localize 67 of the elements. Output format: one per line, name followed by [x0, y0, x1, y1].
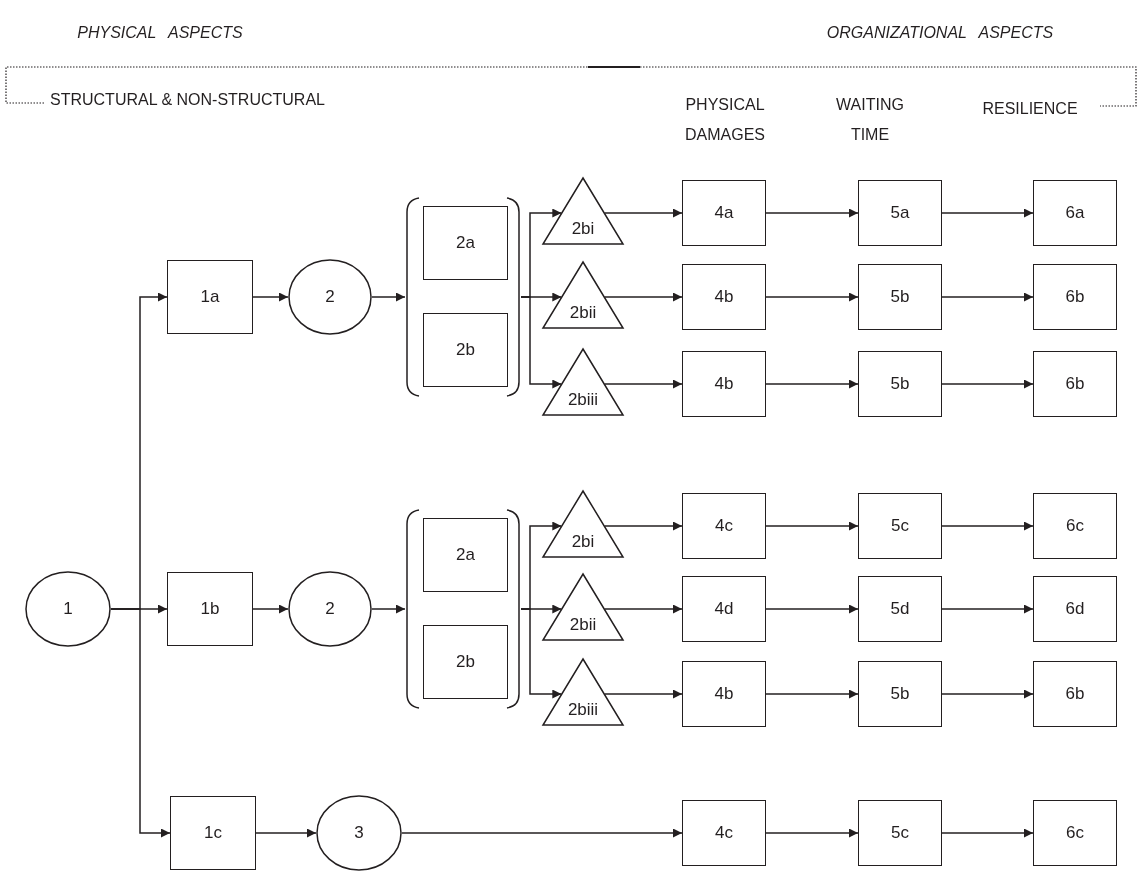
process-box: 6b [1033, 264, 1117, 330]
column-heading: STRUCTURAL & NON-STRUCTURAL [50, 90, 326, 110]
arrow [252, 604, 289, 614]
arrow [401, 828, 683, 838]
arrow [520, 296, 563, 389]
arrow [371, 604, 406, 614]
arrow [765, 689, 859, 699]
arrow [941, 379, 1034, 389]
arrow [765, 379, 859, 389]
process-box: 6d [1033, 576, 1117, 642]
arrow [765, 521, 859, 531]
process-box: 2b [423, 625, 508, 699]
process-box: 5b [858, 264, 942, 330]
process-box: 4b [682, 351, 766, 417]
arrow [941, 604, 1034, 614]
arrow [520, 608, 563, 699]
process-box: 4d [682, 576, 766, 642]
process-box: 1c [170, 796, 256, 870]
process-box: 5b [858, 351, 942, 417]
arrow [371, 292, 406, 302]
triangle-node: 2biii [542, 348, 624, 416]
process-box: 4b [682, 264, 766, 330]
process-box: 2b [423, 313, 508, 387]
process-box: 5d [858, 576, 942, 642]
column-heading: RESILIENCE [981, 99, 1079, 119]
arrow [765, 208, 859, 218]
triangle-node: 2bi [542, 490, 624, 558]
arrow [110, 608, 171, 838]
triangle-node: 2biii [542, 658, 624, 726]
arrow [941, 521, 1034, 531]
arrow [941, 689, 1034, 699]
arrow [941, 292, 1034, 302]
process-box: 5a [858, 180, 942, 246]
process-ellipse: 3 [316, 795, 402, 871]
arrow [765, 604, 859, 614]
arrow [941, 828, 1034, 838]
process-box: 6b [1033, 351, 1117, 417]
triangle-node: 2bii [542, 573, 624, 641]
column-heading: WAITING TIME [835, 95, 905, 145]
triangle-node: 2bii [542, 261, 624, 329]
process-box: 4c [682, 800, 766, 866]
process-box: 2a [423, 518, 508, 592]
process-box: 5c [858, 800, 942, 866]
process-ellipse: 2 [288, 259, 372, 335]
process-box: 1b [167, 572, 253, 646]
arrow [252, 292, 289, 302]
process-box: 2a [423, 206, 508, 280]
process-box: 6a [1033, 180, 1117, 246]
section-heading: PHYSICAL ASPECTS [76, 23, 244, 43]
process-box: 1a [167, 260, 253, 334]
arrow [255, 828, 317, 838]
process-box: 5c [858, 493, 942, 559]
process-box: 4b [682, 661, 766, 727]
triangle-node: 2bi [542, 177, 624, 245]
section-heading: ORGANIZATIONAL ASPECTS [825, 23, 1055, 43]
process-ellipse: 1 [25, 571, 111, 647]
process-box: 6c [1033, 493, 1117, 559]
arrow [765, 828, 859, 838]
process-box: 6c [1033, 800, 1117, 866]
process-ellipse: 2 [288, 571, 372, 647]
process-box: 5b [858, 661, 942, 727]
process-box: 4a [682, 180, 766, 246]
process-box: 4c [682, 493, 766, 559]
column-heading: PHYSICAL DAMAGES [684, 95, 766, 145]
arrow [941, 208, 1034, 218]
process-box: 6b [1033, 661, 1117, 727]
arrow [765, 292, 859, 302]
